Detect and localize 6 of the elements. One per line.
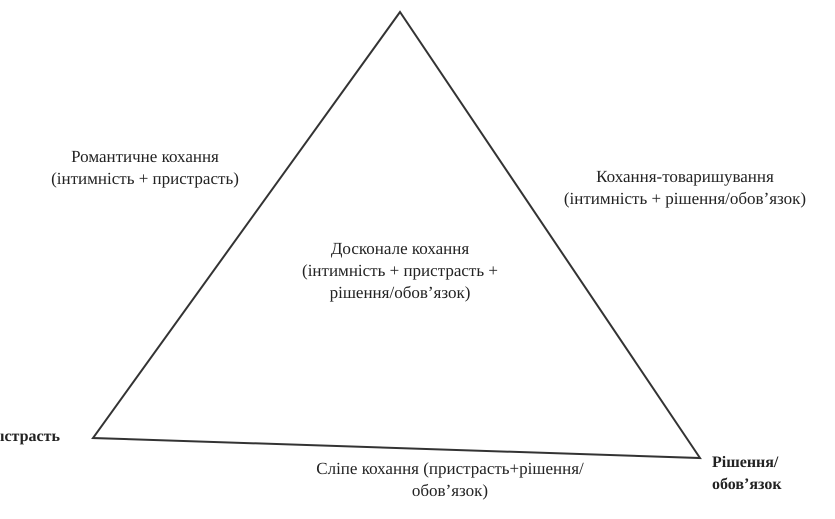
vertex-label: Рішення/ обов’язок [712, 453, 783, 495]
side-label: Кохання-товаришування (інтимність + рішення/обов’язок) [562, 166, 808, 210]
side-label: Романтичне кохання (інтимність + пристрасть) [50, 146, 240, 190]
node-text: Досконале кохання (інтимність + пристрасть + рішення/обов’язок) [301, 238, 499, 304]
vertex-label: ıстрасть [0, 427, 61, 447]
side-label: Сліпе кохання (пристрасть+рішення/обов’язок) [315, 458, 585, 502]
